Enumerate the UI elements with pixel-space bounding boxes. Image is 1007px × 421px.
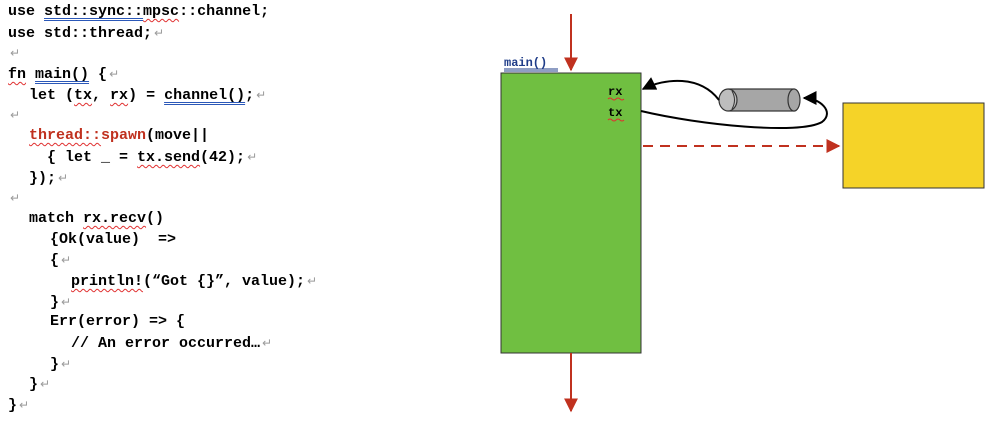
code-line: ↵ (8, 43, 478, 64)
code-token: fn (8, 66, 27, 84)
code-token: } (29, 376, 39, 394)
code-token: use std::thread; (8, 24, 153, 42)
paragraph-mark-icon: ↵ (61, 294, 72, 309)
code-line: match rx.recv() (8, 209, 478, 230)
code-line: }↵ (8, 374, 478, 395)
code-token: } (8, 397, 18, 415)
paragraph-mark-icon: ↵ (40, 377, 51, 392)
paragraph-mark-icon: ↵ (262, 336, 273, 350)
paragraph-mark-icon: ↵ (109, 67, 120, 82)
code-token: ; (245, 86, 255, 104)
paragraph-mark-icon: ↵ (247, 149, 258, 164)
code-line: thread::spawn(move|| (8, 126, 478, 147)
paragraph-mark-icon: ↵ (256, 87, 267, 102)
code-token: std::sync:: (44, 3, 144, 20)
code-token: rx (110, 86, 129, 104)
tx-to-channel-curve (640, 91, 828, 129)
code-line: {↵ (8, 250, 478, 271)
code-line: use std::sync::mpsc::channel; (8, 2, 478, 23)
code-line: }↵ (8, 354, 478, 375)
code-line: }↵ (8, 395, 478, 416)
code-line: ↵ (8, 188, 478, 209)
code-token: ) = (128, 86, 165, 104)
code-token: use (8, 3, 45, 20)
main-label: main() (504, 56, 547, 70)
code-token: } (50, 293, 60, 311)
code-token: println! (71, 272, 144, 290)
code-token: thread:: (29, 127, 102, 145)
code-token: tx.send (137, 148, 201, 166)
paragraph-mark-icon: ↵ (10, 46, 21, 61)
code-token: Err(error) => { (50, 313, 186, 331)
paragraph-mark-icon: ↵ (10, 108, 21, 123)
code-token: () (146, 209, 165, 227)
paragraph-mark-icon: ↵ (154, 25, 165, 40)
paragraph-mark-icon: ↵ (307, 273, 318, 288)
code-token: , (92, 86, 111, 104)
code-token: tx (74, 86, 93, 104)
code-line: Err(error) => { (8, 312, 478, 333)
code-line: println!(“Got {}”, value);↵ (8, 271, 478, 292)
paragraph-mark-icon: ↵ (61, 356, 72, 371)
channel-pipe-icon (718, 88, 801, 112)
code-token: { let _ = (29, 148, 138, 166)
main-thread-box (500, 72, 642, 354)
rx-spell-squiggle (607, 97, 625, 101)
code-token: mpsc (143, 3, 180, 20)
code-token: let ( (29, 86, 75, 104)
code-token: { (50, 252, 60, 270)
paragraph-mark-icon: ↵ (61, 253, 72, 268)
code-line: // An error occurred…↵ (8, 333, 478, 354)
paragraph-mark-icon: ↵ (58, 170, 69, 185)
paragraph-mark-icon: ↵ (19, 398, 30, 413)
code-line: use std::thread;↵ (8, 23, 478, 44)
code-line: fn main() {↵ (8, 64, 478, 85)
code-line: { let _ = tx.send(42);↵ (8, 147, 478, 168)
code-token: }); (29, 169, 57, 187)
code-token: } (50, 355, 60, 373)
rx-label: rx (608, 85, 622, 99)
tx-spell-squiggle (607, 118, 625, 122)
code-token: (42); (200, 148, 246, 166)
code-token: (“Got {}”, value); (143, 272, 306, 290)
code-token: { (89, 66, 108, 84)
channel-to-rx-curve (641, 77, 720, 101)
paragraph-mark-icon: ↵ (10, 191, 21, 206)
code-token: rx.recv (83, 209, 147, 227)
code-token: main() (35, 66, 90, 84)
spawned-thread-box (842, 102, 985, 189)
code-line: }↵ (8, 292, 478, 313)
code-line: });↵ (8, 168, 478, 189)
code-line: ↵ (8, 105, 478, 126)
code-line: let (tx, rx) = channel();↵ (8, 85, 478, 106)
code-token: spawn (101, 127, 147, 145)
code-listing: use std::sync::mpsc::channel;use std::th… (8, 2, 478, 416)
code-token: channel() (164, 86, 246, 104)
code-line: {Ok(value) => (8, 230, 478, 251)
code-token: // An error occurred… (71, 335, 261, 352)
code-token: match (29, 209, 84, 227)
code-token: {Ok(value) => (50, 230, 177, 248)
code-token: (move|| (146, 127, 210, 145)
tx-label: tx (608, 106, 622, 120)
code-token: ::channel; (179, 3, 270, 20)
